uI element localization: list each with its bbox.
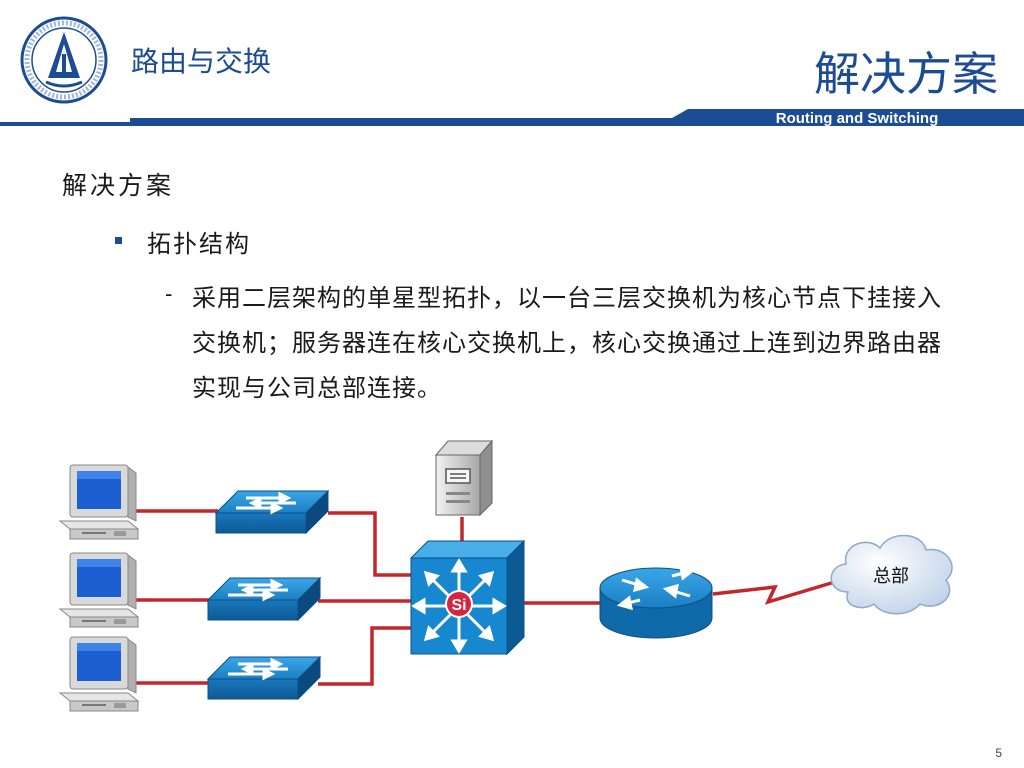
network-diagram: Si 总部 — [59, 439, 953, 712]
sub-bullet-dash: - — [165, 282, 173, 307]
topology-description: 采用二层架构的单星型拓扑，以一台三层交换机为核心节点下挂接入交换机；服务器连在核… — [192, 284, 942, 402]
page-number: 5 — [995, 746, 1002, 760]
bullet-topology: 拓扑结构 — [147, 230, 251, 258]
section-title: 解决方案 — [62, 171, 175, 200]
access-switch-icon — [206, 576, 322, 622]
network-links — [132, 509, 839, 686]
course-title: 路由与交换 — [131, 45, 272, 78]
computer-icon — [59, 464, 139, 540]
bullet-marker — [115, 237, 122, 244]
access-switch-icon — [206, 655, 322, 701]
access-switch-icon — [214, 489, 330, 535]
router-icon — [599, 565, 713, 639]
cloud-icon: 总部 — [830, 534, 953, 615]
cloud-label: 总部 — [873, 566, 909, 587]
server-icon — [434, 439, 494, 517]
computer-icon — [59, 636, 139, 712]
layer3-switch-icon: Si — [409, 539, 526, 656]
header-subtitle: Routing and Switching — [775, 110, 939, 127]
university-logo — [20, 16, 108, 104]
page-title: 解决方案 — [814, 47, 998, 101]
header-bar — [0, 109, 1024, 126]
computer-icon — [59, 552, 139, 628]
core-switch-label: Si — [451, 597, 466, 614]
